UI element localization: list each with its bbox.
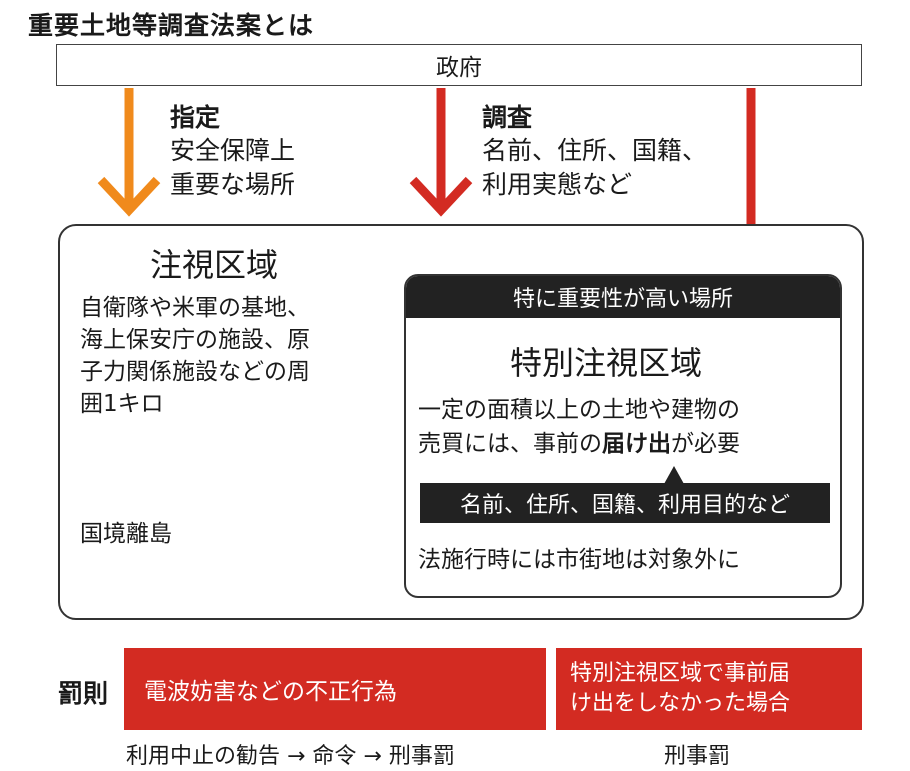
investigation-arrow: [409, 88, 473, 217]
special-zone-header: 特に重要性が高い場所: [406, 276, 840, 318]
special-zone-title: 特別注視区域: [510, 344, 703, 382]
investigation-line-1: 名前、住所、国籍、: [482, 136, 708, 165]
penalty-box-no-notification-line-2: け出をしなかった場合: [570, 691, 791, 716]
designation-line-2: 重要な場所: [170, 170, 296, 199]
government-label: 政府: [436, 55, 482, 81]
pointer-triangle-icon: [664, 466, 684, 484]
penalty-label: 罰則: [58, 679, 109, 708]
designation-arrow: [97, 88, 161, 217]
special-zone-header-label: 特に重要性が高い場所: [512, 287, 733, 312]
penalty-no-notification-result: 刑事罰: [664, 744, 731, 769]
watch-zone-description: 自衛隊や米軍の基地、 海上保安庁の施設、原 子力関係施設などの周 囲1キロ: [80, 292, 310, 420]
watch-zone-desc-line: 海上保安庁の施設、原: [80, 327, 310, 353]
diagram-title: 重要土地等調査法案とは: [28, 11, 315, 40]
penalty-misconduct-result: 利用中止の勧告 → 命令 → 刑事罰: [126, 744, 455, 769]
special-zone-line-1: 一定の面積以上の土地や建物の: [418, 397, 740, 423]
penalty-box-misconduct-label: 電波妨害などの不正行為: [144, 679, 397, 705]
penalty-box-misconduct: 電波妨害などの不正行為: [124, 648, 546, 730]
special-zone-line-2-pre: 売買には、事前の: [418, 431, 602, 457]
designation-line-1: 安全保障上: [170, 136, 296, 165]
watch-zone-desc-line: 自衛隊や米軍の基地、: [80, 295, 310, 321]
watch-zone-desc-line: 子力関係施設などの周: [80, 359, 310, 385]
special-zone-note: 法施行時には市街地は対象外に: [418, 547, 740, 573]
watch-zone-title: 注視区域: [150, 246, 279, 284]
notification-emphasis: 届け出: [602, 431, 671, 457]
special-zone-required-info: 名前、住所、国籍、利用目的など: [420, 483, 830, 523]
penalty-box-no-notification: 特別注視区域で事前届 け出をしなかった場合: [556, 648, 862, 730]
designation-heading: 指定: [170, 103, 221, 132]
government-box: 政府: [56, 44, 862, 86]
investigation-heading: 調査: [482, 103, 533, 132]
penalty-box-no-notification-line-1: 特別注視区域で事前届: [570, 661, 791, 686]
investigation-line-2: 利用実態など: [482, 170, 633, 199]
watch-zone-desc-line: 囲1キロ: [80, 391, 164, 417]
special-zone-line-2: 売買には、事前の届け出が必要: [418, 428, 740, 460]
special-zone-box: 特に重要性が高い場所: [404, 274, 842, 598]
special-zone-required-info-label: 名前、住所、国籍、利用目的など: [459, 493, 790, 518]
border-islands-label: 国境離島: [80, 521, 172, 547]
special-zone-line-2-post: が必要: [671, 431, 740, 457]
